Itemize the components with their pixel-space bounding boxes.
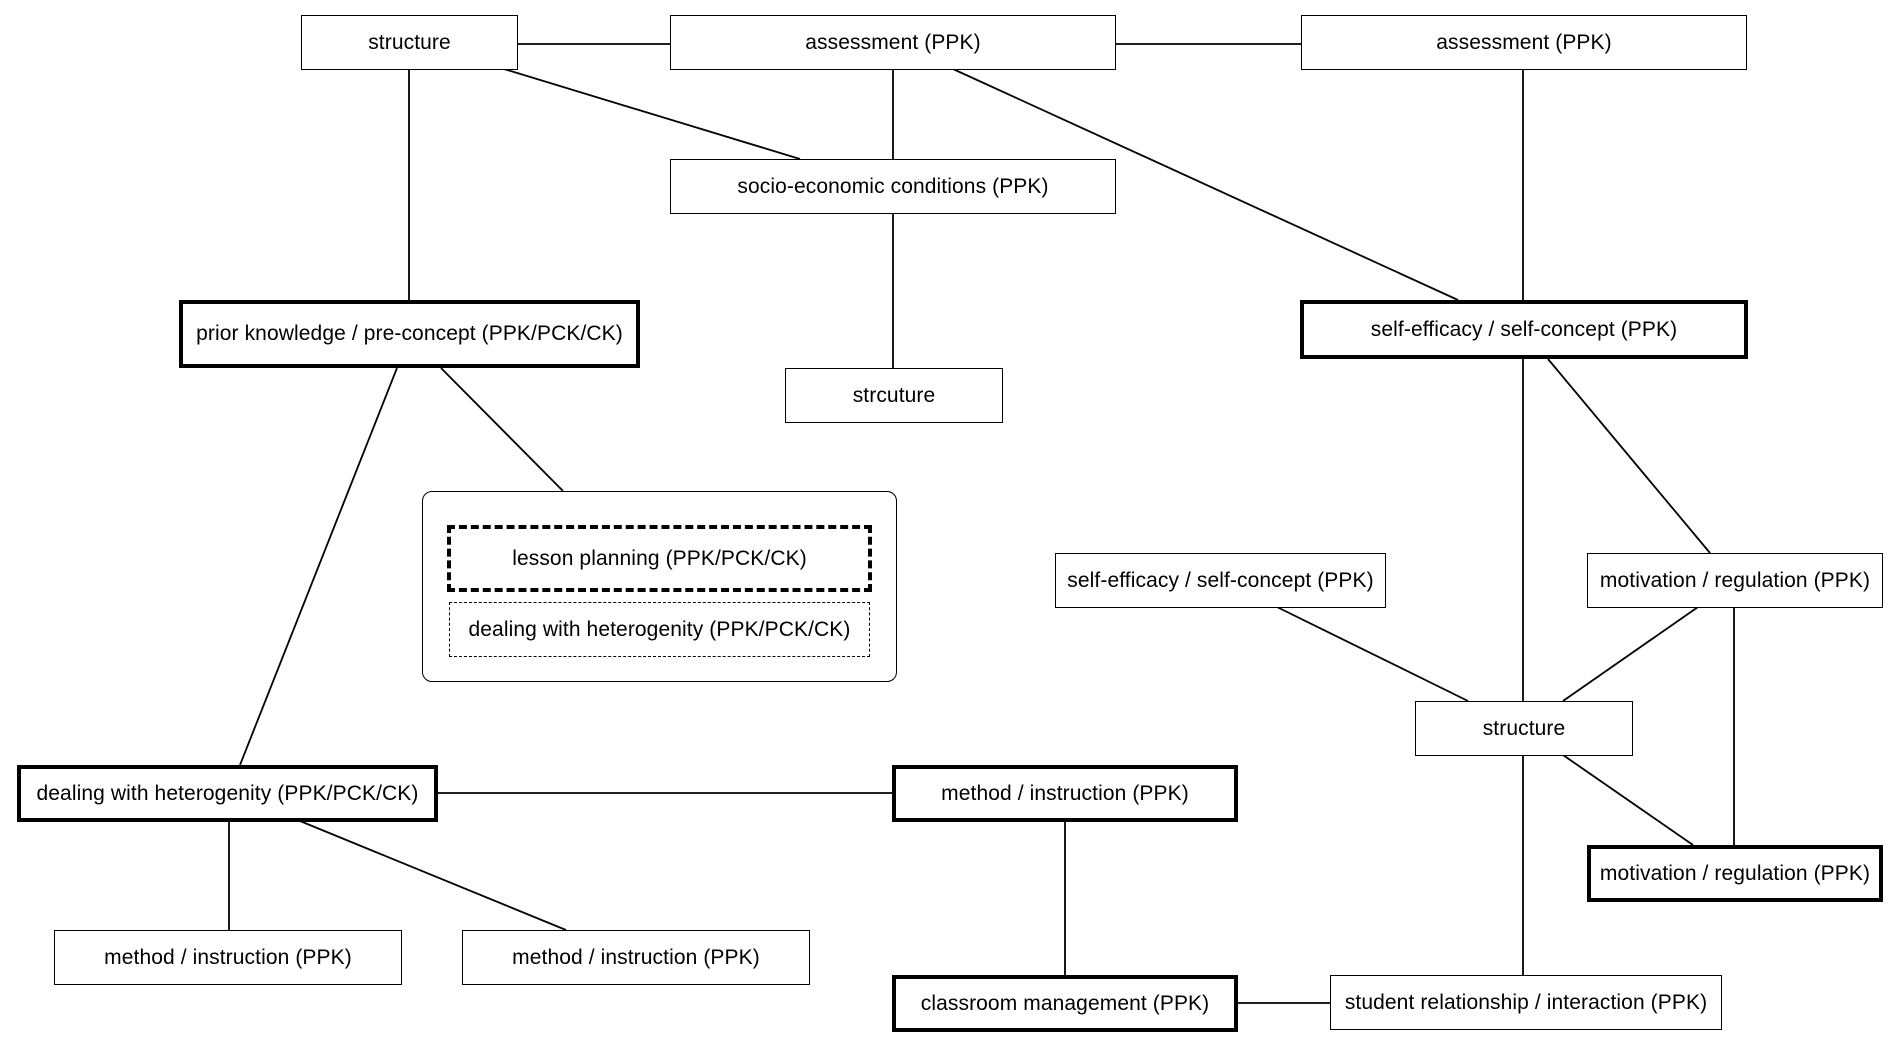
node-lesson-planning: lesson planning (PPK/PCK/CK) xyxy=(447,525,872,592)
node-prior-knowledge: prior knowledge / pre-concept (PPK/PCK/C… xyxy=(179,300,640,368)
edge-heterogenity-methodmid xyxy=(299,820,567,931)
edge-assessment-selfefficacy xyxy=(952,68,1459,301)
edge-prior-group xyxy=(440,367,564,492)
edge-structure-socio xyxy=(503,68,801,160)
node-structure-right: structure xyxy=(1415,701,1633,756)
node-assessment-center: assessment (PPK) xyxy=(670,15,1116,70)
node-student-relationship: student relationship / interaction (PPK) xyxy=(1330,975,1722,1030)
node-heterogenity-bold: dealing with heterogenity (PPK/PCK/CK) xyxy=(17,765,438,822)
edge-motivation-structure xyxy=(1562,606,1699,702)
node-method-mid: method / instruction (PPK) xyxy=(462,930,810,985)
node-method-left: method / instruction (PPK) xyxy=(54,930,402,985)
edge-structure-motivationbold xyxy=(1562,754,1694,846)
node-self-efficacy-plain: self-efficacy / self-concept (PPK) xyxy=(1055,553,1386,608)
node-socio-economic: socio-economic conditions (PPK) xyxy=(670,159,1116,214)
edge-prior-heterogenity xyxy=(239,367,398,766)
node-heterogenity-dashed: dealing with heterogenity (PPK/PCK/CK) xyxy=(449,602,870,657)
edge-selfefficacy-motivation xyxy=(1547,358,1711,554)
edge-selfefficacyplain-structure xyxy=(1276,606,1469,702)
node-strcuture: strcuture xyxy=(785,368,1003,423)
node-structure-top: structure xyxy=(301,15,518,70)
node-method-bold: method / instruction (PPK) xyxy=(892,765,1238,822)
node-classroom-management: classroom management (PPK) xyxy=(892,975,1238,1032)
node-self-efficacy-bold: self-efficacy / self-concept (PPK) xyxy=(1300,300,1748,359)
node-assessment-right: assessment (PPK) xyxy=(1301,15,1747,70)
node-motivation-bold: motivation / regulation (PPK) xyxy=(1587,845,1883,902)
node-motivation-plain: motivation / regulation (PPK) xyxy=(1587,553,1883,608)
